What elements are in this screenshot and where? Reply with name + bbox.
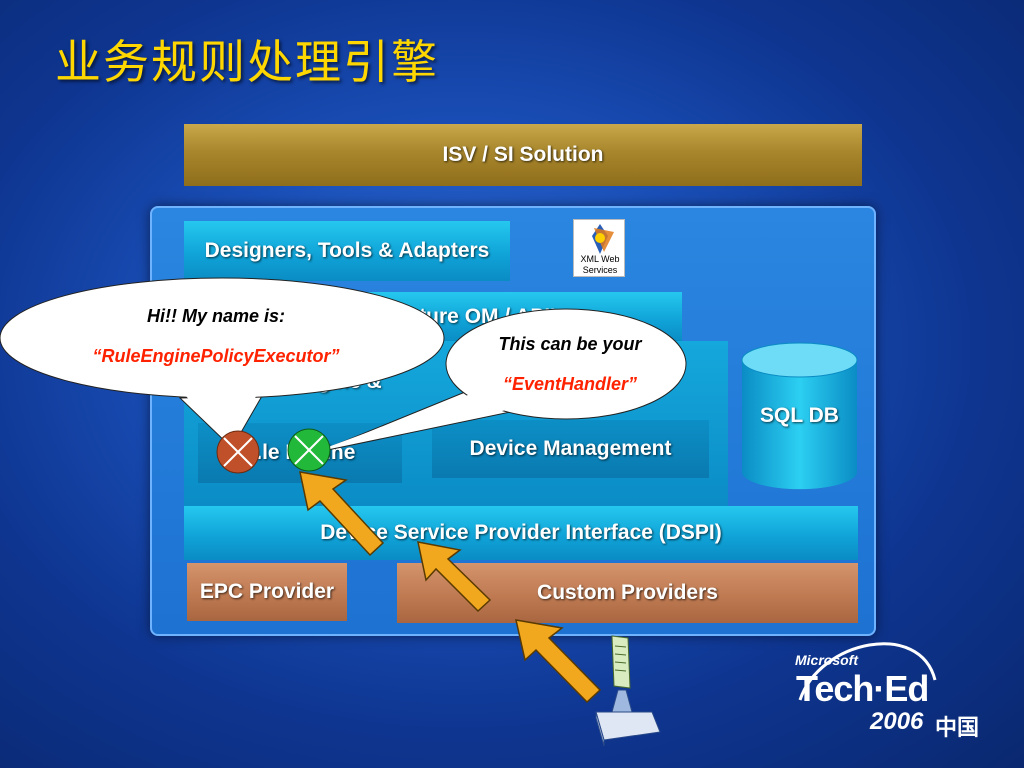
right-callout-line1: This can be your: [498, 334, 642, 354]
brand-year: 2006: [870, 708, 924, 735]
left-callout-line1: Hi!! My name is:: [146, 306, 286, 326]
brand-company: Microsoft: [795, 652, 858, 668]
database-cylinder: [741, 342, 858, 490]
brand-event: Tech·Ed: [796, 668, 929, 709]
brand-swoosh: [798, 642, 937, 701]
sql-db-label: SQL DB: [760, 404, 839, 427]
left-callout-bubble: [0, 277, 445, 449]
right-callout-bubble: [317, 308, 687, 453]
page-title: 业务规则处理引擎: [55, 35, 439, 89]
right-callout-line2: “EventHandler”: [502, 374, 638, 394]
designers-tools-box: Designers, Tools & Adapters: [184, 221, 510, 281]
left-callout-line2: “RuleEnginePolicyExecutor”: [92, 346, 340, 366]
xml-label-1: XML Web: [580, 254, 620, 264]
dspi-box: Device Service Provider Interface (DSPI): [184, 506, 858, 560]
epc-provider-box: EPC Provider: [187, 563, 347, 621]
device-management-box: Device Management: [432, 420, 709, 478]
isv-solution-box: ISV / SI Solution: [184, 124, 862, 186]
xml-web-services-icon: XML Web Services: [573, 219, 625, 277]
pointer-arrow: [299, 471, 385, 557]
disabled-marker-icon: [216, 430, 260, 474]
pointer-arrow: [417, 541, 492, 613]
enabled-marker-icon: [287, 428, 331, 472]
brand-region: 中国: [935, 715, 980, 740]
document-transmitter-icon: [595, 635, 661, 747]
pointer-arrow: [515, 619, 602, 704]
xml-label-2: Services: [582, 265, 618, 275]
